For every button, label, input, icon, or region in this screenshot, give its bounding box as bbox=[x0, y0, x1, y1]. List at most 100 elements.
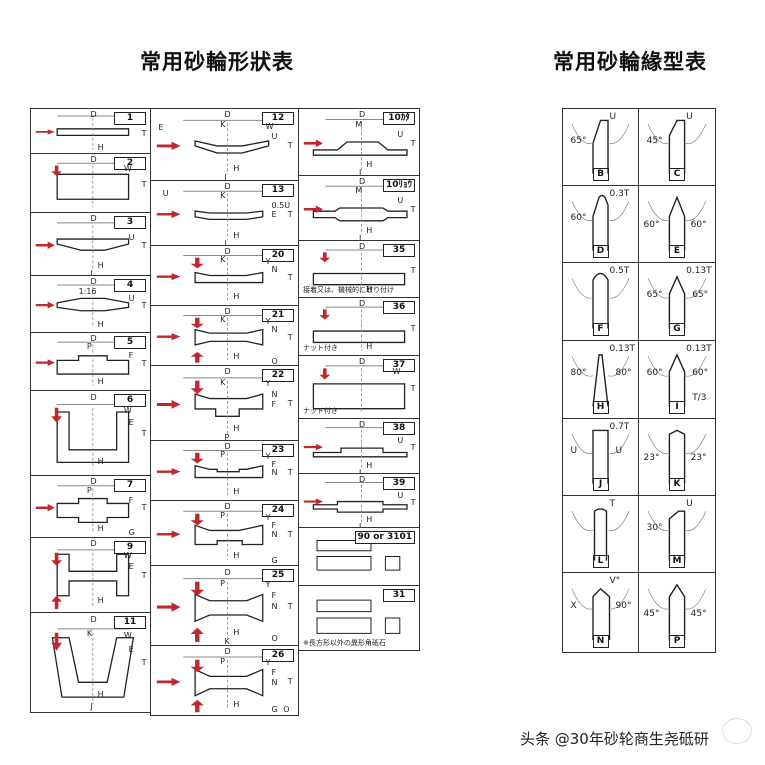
red-arrow-down-icon bbox=[319, 309, 331, 320]
dimension-label: Y bbox=[265, 256, 271, 266]
dimension-label: U bbox=[397, 436, 404, 446]
dimension-label: D bbox=[90, 214, 97, 224]
dimension-label: K bbox=[220, 191, 226, 201]
edge-profile-drawing bbox=[563, 263, 638, 340]
edge-type-badge: P bbox=[669, 635, 685, 648]
dimension-label: T bbox=[287, 399, 293, 409]
shape-number-badge: 90 or 3101 bbox=[354, 531, 415, 544]
dimension-label: 1:16 bbox=[78, 287, 97, 297]
angle-arc bbox=[572, 124, 629, 144]
dimension-label: D bbox=[90, 539, 97, 549]
edge-type-badge: F bbox=[592, 323, 609, 336]
dimension-label: G bbox=[271, 705, 278, 715]
dimension-label: J bbox=[359, 168, 362, 176]
edge-dimension-label: 60° bbox=[692, 367, 709, 378]
stone-outline bbox=[317, 618, 371, 633]
edge-dimension-label: 23° bbox=[643, 453, 660, 464]
wheel-profile bbox=[57, 239, 128, 250]
dimension-label: F bbox=[271, 400, 277, 410]
edge-type-badge: D bbox=[592, 245, 609, 258]
red-arrow-down-icon bbox=[319, 252, 331, 263]
shape-number-badge: 2 bbox=[114, 157, 146, 170]
dimension-label: D bbox=[90, 614, 97, 624]
red-arrow-down-icon bbox=[190, 513, 204, 526]
dimension-label: F bbox=[128, 495, 134, 505]
dimension-label: T bbox=[287, 272, 293, 282]
shape-number-badge: 21 bbox=[262, 309, 294, 322]
red-arrow-right-icon bbox=[156, 677, 181, 687]
dimension-label: O bbox=[283, 705, 290, 715]
shape-number-badge: 37 bbox=[383, 359, 415, 372]
dimension-label: T bbox=[410, 266, 416, 276]
wheel-profile bbox=[313, 384, 404, 409]
edge-dimension-label: U bbox=[609, 112, 617, 123]
wheel-profile-drawing bbox=[299, 528, 419, 585]
angle-arc bbox=[648, 434, 706, 454]
red-arrow-right-icon bbox=[35, 129, 55, 135]
dimension-label: D bbox=[359, 357, 366, 367]
wheel-profile-drawing bbox=[156, 109, 298, 180]
red-arrow-right-icon bbox=[156, 210, 181, 219]
edge-profile bbox=[669, 197, 684, 250]
edge-dimension-label: 60° bbox=[570, 212, 587, 223]
dimension-label: G bbox=[128, 528, 135, 538]
wheel-profile-drawing bbox=[299, 241, 419, 297]
edge-profile-drawing bbox=[563, 419, 638, 495]
dimension-label: K bbox=[220, 255, 226, 265]
red-arrow-right-icon bbox=[156, 602, 181, 612]
dimension-label: P bbox=[224, 432, 230, 441]
edge-dimension-label: T/3 bbox=[692, 393, 707, 404]
red-arrow-right-icon bbox=[35, 504, 55, 512]
dimension-label: P bbox=[220, 578, 225, 588]
dimension-label: U bbox=[128, 293, 135, 303]
dimension-label: H bbox=[233, 292, 240, 302]
dimension-label: H bbox=[97, 456, 104, 466]
wheel-profile bbox=[57, 129, 128, 136]
dimension-label: J bbox=[359, 467, 362, 474]
angle-arc bbox=[648, 124, 706, 144]
edge-profile bbox=[593, 120, 608, 173]
edge-type-badge: H bbox=[592, 401, 609, 414]
red-arrow-down-icon bbox=[190, 452, 204, 464]
angle-arc bbox=[648, 278, 706, 298]
edge-type-badge: M bbox=[669, 555, 685, 568]
red-arrow-up-icon bbox=[190, 352, 204, 363]
dimension-label: H bbox=[366, 284, 373, 294]
edge-dimension-label: 60° bbox=[690, 220, 707, 231]
angle-arc bbox=[648, 201, 706, 221]
dimension-label: H bbox=[97, 690, 104, 700]
dimension-label: N bbox=[271, 389, 278, 399]
shape-number-badge: 35 bbox=[383, 244, 415, 257]
stone-outline bbox=[317, 600, 371, 612]
dimension-label: T bbox=[141, 128, 147, 138]
dimension-label: T bbox=[287, 209, 293, 219]
dimension-label: 0.5U bbox=[271, 201, 291, 211]
edge-dimension-label: X bbox=[570, 600, 577, 611]
edge-dimension-label: U bbox=[686, 499, 693, 510]
dimension-label: H bbox=[233, 230, 240, 240]
red-arrow-down-icon bbox=[51, 165, 62, 177]
wheel-profile bbox=[195, 394, 263, 416]
dimension-label: T bbox=[141, 503, 147, 513]
shape-number-badge: 10ｶﾀ bbox=[383, 112, 415, 125]
wheel-profile bbox=[313, 273, 404, 284]
angle-arc bbox=[572, 511, 629, 531]
dimension-label: H bbox=[366, 342, 373, 352]
dimension-label: H bbox=[233, 352, 240, 362]
dimension-label: F bbox=[271, 521, 277, 531]
edge-dimension-label: 80° bbox=[570, 367, 587, 378]
wheel-profile bbox=[195, 141, 269, 153]
angle-arc bbox=[648, 356, 706, 376]
wheel-profile bbox=[195, 466, 263, 478]
edge-profile bbox=[669, 355, 684, 407]
shape-number-badge: 31 bbox=[383, 589, 415, 602]
shape-number-badge: 22 bbox=[262, 369, 294, 382]
dimension-label: D bbox=[224, 307, 231, 317]
